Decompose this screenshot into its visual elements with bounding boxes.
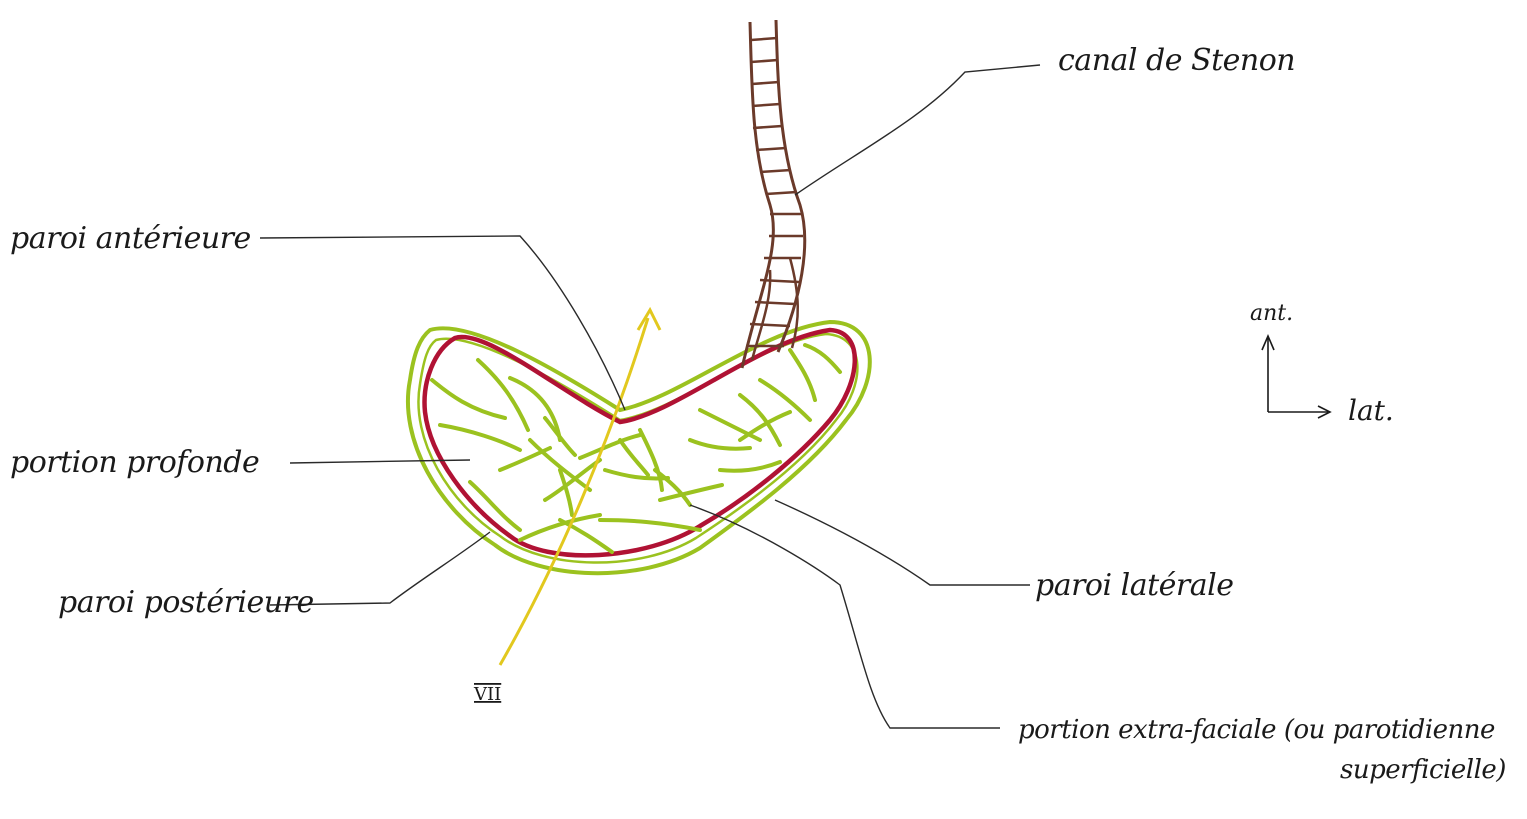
orientation-lateral: lat. [1348,394,1394,427]
label-paroi-anterieure: paroi antérieure [10,221,251,256]
label-nerve-vii: VII [473,684,501,705]
orientation-indicator: ant. lat. [1250,301,1394,427]
orientation-anterior: ant. [1250,301,1293,326]
label-paroi-laterale: paroi latérale [1035,568,1234,603]
leader-lines [260,65,1040,728]
label-portion-extra-line2: superficielle) [1340,755,1506,785]
leader-canal [795,65,1040,195]
leader-paroi-laterale [775,500,1030,585]
leader-paroi-anterieure [260,236,625,410]
parotid-gland [408,322,870,573]
label-portion-profonde: portion profonde [10,445,259,480]
leader-portion-extra [690,505,1000,728]
label-portion-extra-line1: portion extra-faciale (ou parotidienne [1018,715,1495,745]
label-canal-de-stenon: canal de Stenon [1058,43,1295,78]
label-paroi-posterieure: paroi postérieure [58,585,314,620]
